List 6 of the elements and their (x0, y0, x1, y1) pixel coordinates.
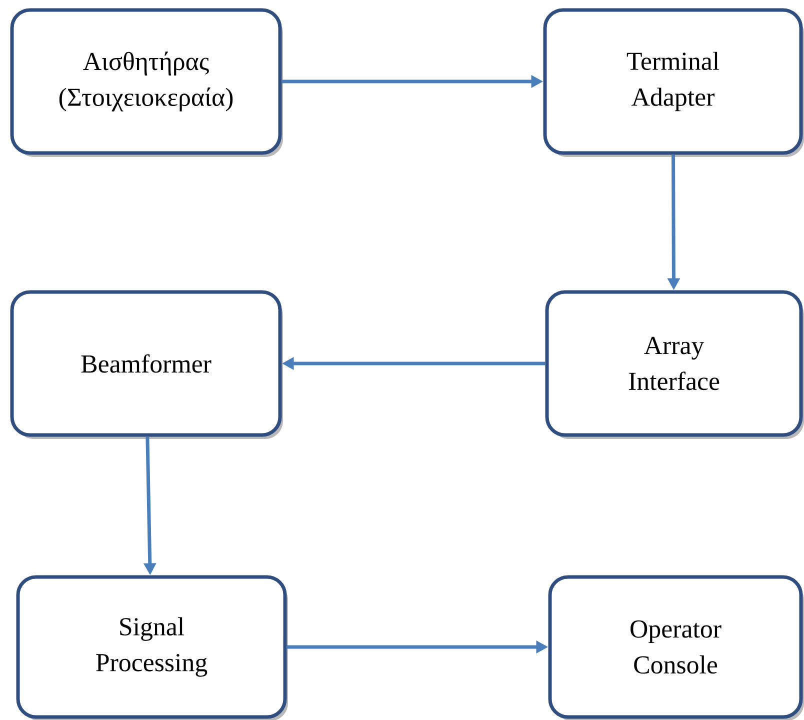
process-box: Αισθητήρας (Στοιχειοκεραία) (10, 8, 283, 157)
process-box: Terminal Adapter (543, 8, 804, 157)
process-box: Beamformer (10, 290, 283, 439)
process-box: Signal Processing (16, 575, 288, 720)
process-box: Array Interface (545, 290, 804, 439)
process-box: Operator Console (548, 575, 804, 720)
